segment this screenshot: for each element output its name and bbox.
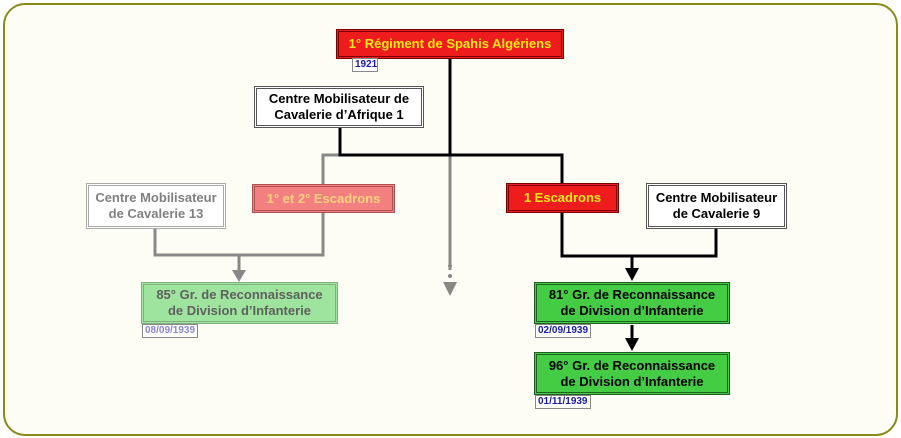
node-gr81: 81° Gr. de Reconnaissance de Division d’…: [534, 282, 730, 324]
node-escadrons-1: 1 Escadrons: [506, 183, 619, 213]
node-gr96: 96° Gr. de Reconnaissance de Division d’…: [534, 352, 730, 395]
arrow-to-gr85: [232, 270, 246, 282]
arrow-to-gr96: [625, 338, 639, 351]
date-spahis: 1921: [352, 58, 378, 72]
black-connectors: [338, 55, 718, 340]
black-to-escadrons-1: [338, 127, 564, 185]
grey-to-escadrons-1-2: [321, 153, 340, 195]
arrow-to-gr81: [625, 268, 639, 281]
date-gr81: 02/09/1939: [535, 324, 591, 338]
node-spahis: 1° Régiment de Spahis Algériens: [336, 29, 564, 59]
dot-1: [448, 264, 452, 268]
node-cm-afrique: Centre Mobilisateur de Cavalerie d’Afriq…: [254, 86, 424, 128]
node-gr85: 85° Gr. de Reconnaissance de Division d’…: [141, 282, 338, 324]
dot-2: [448, 274, 452, 278]
node-cm13: Centre Mobilisateur de Cavalerie 13: [86, 183, 226, 229]
date-gr85: 08/09/1939: [142, 324, 198, 338]
node-escadrons-1-2: 1° et 2° Escadrons: [252, 184, 395, 213]
arrow-continuation: [443, 282, 457, 296]
black-merge-line: [560, 212, 718, 258]
date-gr96: 01/11/1939: [535, 395, 591, 409]
node-cm9: Centre Mobilisateur de Cavalerie 9: [646, 183, 787, 229]
